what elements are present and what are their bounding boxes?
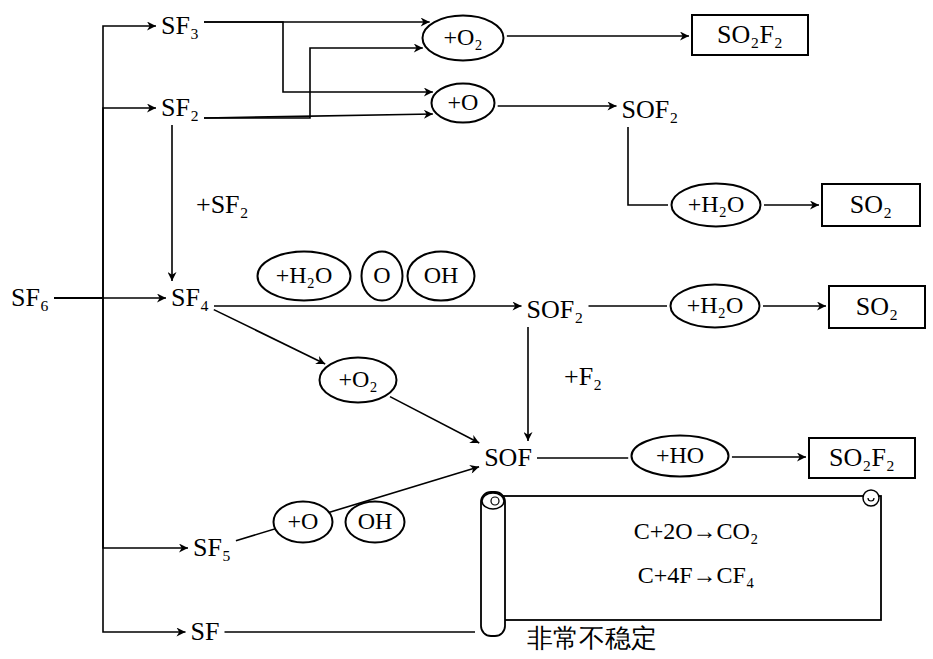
node-text: C+2O→CO₂: [634, 518, 759, 546]
ellipse-outline: [423, 16, 504, 61]
reactant-ellipse: +O₂: [421, 14, 505, 62]
node-text: +H₂O: [687, 292, 744, 320]
note-label: 非常不稳定: [525, 624, 659, 654]
ellipse-outline: [274, 502, 333, 543]
reaction-arrow: [204, 22, 433, 92]
node-text: O: [373, 262, 390, 290]
ellipse-outline: [258, 252, 351, 301]
reactant-ellipse: O: [360, 250, 404, 302]
reaction-arrow: [225, 631, 476, 633]
reaction-arrow: [214, 305, 522, 307]
node-text: SF₄: [171, 283, 209, 313]
node-text: SO₂: [856, 292, 898, 322]
node-text: +O: [448, 89, 479, 117]
reaction-arrow: [537, 457, 628, 459]
node-text: SF₂: [161, 93, 199, 123]
reaction-arrow: [204, 48, 423, 118]
compound-label: SF: [188, 617, 223, 647]
ellipse-outline: [346, 502, 405, 543]
reaction-arrow: [214, 310, 325, 364]
compound-label: SF₅: [190, 533, 234, 563]
node-text: C+4F→CF₄: [638, 562, 755, 590]
reactant-ellipse: +H₂O: [670, 182, 762, 228]
reaction-arrow: [628, 127, 668, 205]
node-text: +H₂O: [688, 191, 745, 219]
reaction-arrow: [527, 327, 529, 441]
reaction-arrow: [390, 397, 479, 443]
reaction-arrow: [732, 456, 806, 458]
compound-label: SF₆: [8, 283, 52, 313]
ellipse-outline: [672, 184, 761, 227]
node-text: +O₂: [443, 24, 482, 52]
node-text: SF₆: [11, 283, 49, 313]
reaction-arrow: [54, 298, 186, 632]
node-text: OH: [358, 508, 393, 536]
product-box: SO₂F₂: [691, 14, 809, 56]
scroll-curl: [863, 490, 879, 506]
ellipse-outline: [362, 252, 403, 301]
scroll-curl: [868, 498, 874, 501]
ellipse-outline: [408, 252, 475, 301]
edge-label: +F₂: [562, 362, 604, 392]
ellipse-outline: [671, 285, 760, 328]
node-text: +O: [288, 508, 319, 536]
reaction-arrow: [498, 105, 617, 107]
reaction-arrow: [763, 305, 826, 307]
compound-label: SOF₂: [619, 95, 682, 125]
reactant-ellipse: +O: [272, 500, 334, 544]
compound-label: SF₂: [158, 93, 202, 123]
node-text: SF₅: [193, 533, 231, 563]
reaction-arrow: [54, 26, 156, 298]
compound-label: SF₃: [158, 11, 202, 41]
scroll-body: [497, 496, 881, 620]
node-text: SF: [191, 617, 220, 647]
scroll-roller: [482, 493, 504, 509]
ellipse-outline: [320, 358, 397, 403]
reactant-ellipse: +O₂: [318, 356, 398, 404]
reaction-arrow: [171, 125, 173, 281]
node-text: OH: [424, 262, 459, 290]
node-text: SOF: [484, 443, 532, 473]
node-text: +H₂O: [276, 262, 333, 290]
product-box: SO₂: [828, 285, 926, 329]
node-text: SO₂F₂: [717, 20, 783, 50]
product-box: SO₂F₂: [808, 437, 916, 479]
scroll-curl: [491, 497, 499, 505]
node-text: SF₃: [161, 11, 199, 41]
reactant-ellipse: +O: [430, 82, 496, 124]
compound-label: SOF: [481, 443, 535, 473]
node-text: +O₂: [338, 366, 377, 394]
edge-label: +SF₂: [194, 190, 251, 220]
compound-label: SOF₂: [524, 295, 587, 325]
ellipse-outline: [432, 84, 495, 123]
reactant-ellipse: +HO: [630, 434, 730, 478]
node-text: SOF₂: [622, 95, 679, 125]
reaction-arrow: [764, 204, 819, 206]
ellipse-outline: [632, 436, 729, 477]
reactant-ellipse: OH: [344, 500, 406, 544]
reaction-arrow: [54, 108, 156, 298]
reaction-arrow: [507, 35, 689, 37]
reactant-ellipse: +H₂O: [256, 250, 352, 302]
reactant-ellipse: +H₂O: [669, 283, 761, 329]
node-text: SO₂F₂: [829, 443, 895, 473]
scroll-roller: [481, 492, 505, 636]
node-text: +HO: [656, 442, 704, 470]
compound-label: SF₄: [168, 283, 212, 313]
node-text: SO₂: [850, 190, 892, 220]
reaction-arrow: [589, 305, 668, 307]
product-box: SO₂: [821, 183, 921, 227]
reaction-arrow: [204, 114, 433, 118]
note-scroll: C+2O→CO₂ C+4F→CF₄: [477, 488, 885, 638]
reaction-arrow: [54, 298, 188, 548]
node-text: SOF₂: [527, 295, 584, 325]
reactant-ellipse: OH: [406, 250, 476, 302]
